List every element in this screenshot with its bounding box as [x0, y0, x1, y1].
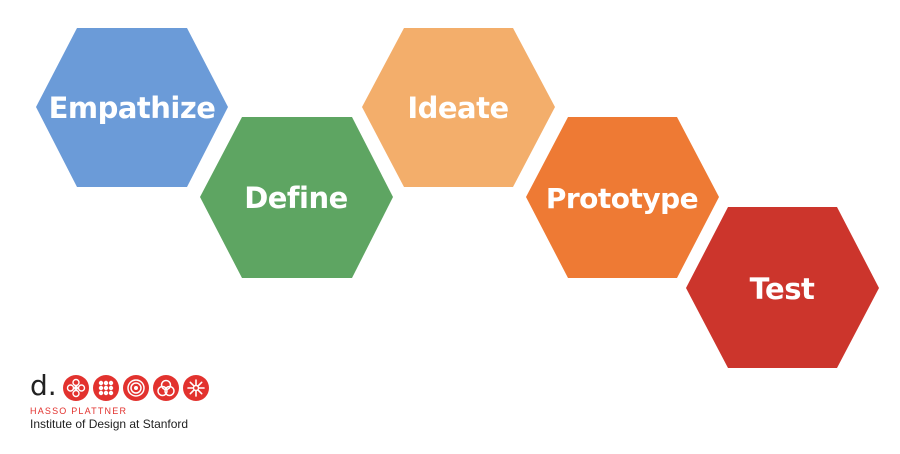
hexagon-test: Test [686, 207, 879, 368]
hexagon-define: Define [200, 117, 393, 278]
hexagon-ideate-shape [362, 28, 555, 187]
label-test: Test [750, 272, 815, 306]
logo-mark-row: d. [30, 369, 209, 402]
logo-icon-group [62, 375, 209, 401]
label-prototype: Prototype [546, 182, 698, 215]
hexagon-prototype: Prototype [526, 117, 719, 278]
logo-institute-name: Institute of Design at Stanford [30, 417, 189, 431]
logo-d-mark: d. [30, 369, 57, 402]
label-empathize: Empathize [49, 91, 216, 125]
hexagon-empathize: Empathize [36, 28, 228, 187]
hexagon-ideate: Ideate [362, 28, 555, 187]
knot-icon [152, 375, 179, 401]
dschool-logo: d. [30, 369, 209, 431]
logo-hasso-plattner: HASSO PLATTNER [30, 406, 128, 416]
label-ideate: Ideate [407, 91, 508, 125]
dots-icon [92, 375, 119, 401]
hexagon-empathize-shape [36, 28, 228, 187]
rings-icon [122, 375, 149, 401]
burst-icon [182, 375, 209, 401]
hexagon-prototype-shape [526, 117, 719, 278]
hexagon-test-shape [686, 207, 879, 368]
label-define: Define [244, 181, 348, 215]
hexagon-define-shape [200, 117, 393, 278]
flower-icon [62, 375, 89, 401]
